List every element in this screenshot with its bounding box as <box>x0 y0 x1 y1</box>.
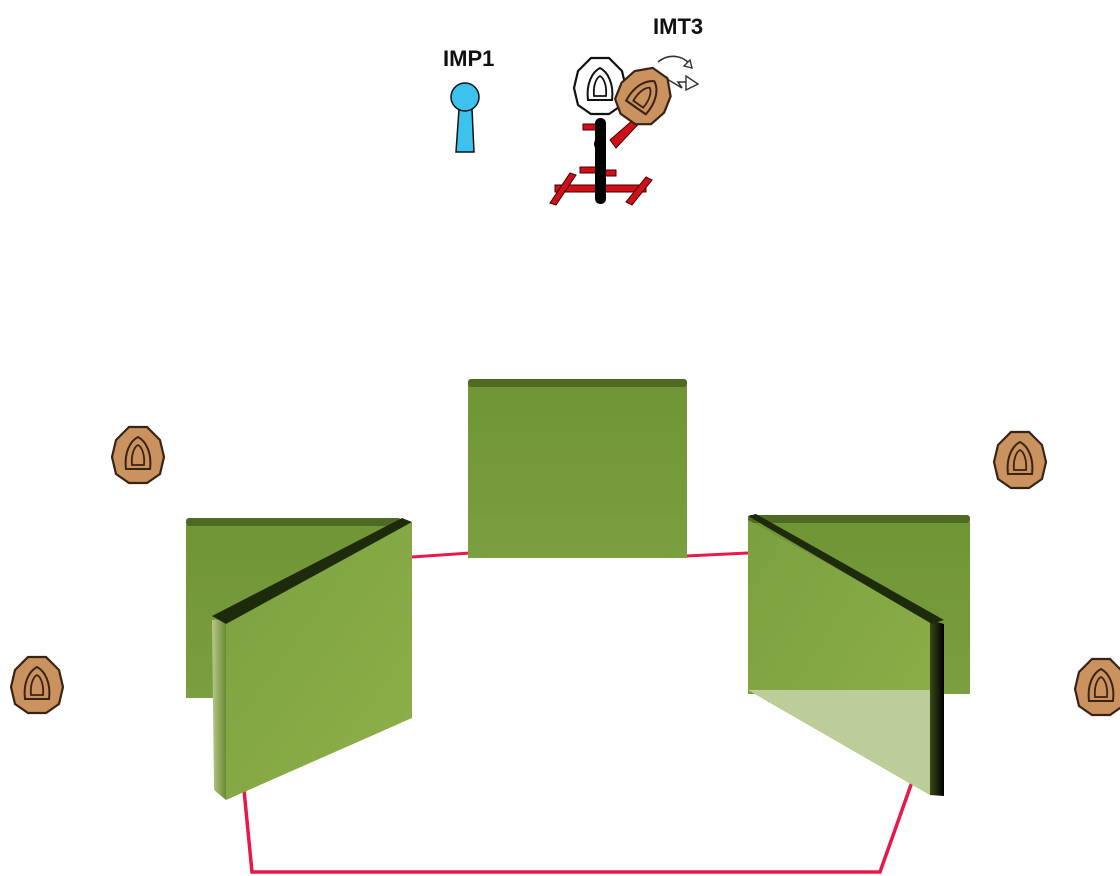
steel-plate-target-icon <box>9 655 65 715</box>
fault-line-front <box>242 781 914 874</box>
steel-plate-target-icon <box>992 430 1048 490</box>
mover-imt3: IMT3 <box>549 14 703 206</box>
steel-plate-target-icon <box>1073 657 1120 717</box>
fault-line-right-back <box>685 551 749 558</box>
no-shoot-target-icon <box>572 56 628 116</box>
fault-line-left-back <box>411 551 471 559</box>
wall-center <box>468 379 687 558</box>
popper-imp1: IMP1 <box>443 46 494 153</box>
rotate-arrow-icon <box>657 55 700 92</box>
label-imt3: IMT3 <box>653 14 703 39</box>
steel-popper-icon <box>450 82 480 153</box>
steel-plate-target-icon <box>110 425 166 485</box>
mover-post <box>595 118 606 204</box>
label-imp1: IMP1 <box>443 46 494 71</box>
wall-left-angled <box>212 518 412 800</box>
fault-lines <box>242 551 914 874</box>
wall-right-angled <box>748 514 944 796</box>
